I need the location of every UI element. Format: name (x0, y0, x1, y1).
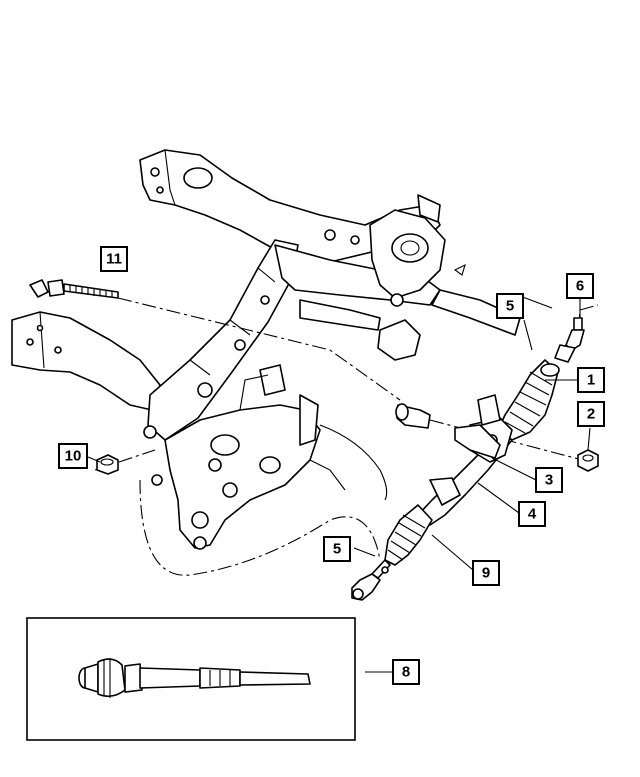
svg-text:11: 11 (106, 251, 122, 268)
inner-tie-rod-inset (26, 617, 356, 741)
svg-text:9: 9 (482, 565, 490, 582)
callout-5-lower: 5 (323, 536, 351, 562)
nut-part-10 (96, 454, 119, 475)
inset-frame (26, 617, 356, 741)
svg-text:2: 2 (587, 406, 595, 423)
outer-tie-rod-end-part-6 (554, 317, 585, 363)
callout-6: 6 (566, 273, 594, 299)
nut-part-2 (577, 449, 599, 472)
mount-bushing (395, 403, 431, 429)
callout-5-upper: 5 (496, 293, 524, 319)
callout-11: 11 (100, 246, 128, 272)
bolt-part-11 (29, 279, 119, 299)
svg-text:4: 4 (528, 506, 537, 523)
callout-4: 4 (518, 501, 546, 527)
leader-lines (87, 295, 591, 673)
svg-text:10: 10 (65, 448, 82, 465)
callout-3: 3 (535, 467, 563, 493)
callout-1: 1 (577, 367, 605, 393)
callout-10: 10 (58, 443, 88, 469)
svg-text:5: 5 (333, 541, 341, 558)
steering-rack-assembly (351, 359, 560, 601)
callout-8: 8 (392, 659, 420, 685)
callout-2: 2 (577, 401, 605, 427)
callout-9: 9 (472, 560, 500, 586)
front-crossmember (11, 149, 521, 550)
svg-text:5: 5 (506, 298, 514, 315)
svg-text:1: 1 (587, 372, 595, 389)
inner-tie-rod-part-8 (78, 658, 311, 698)
svg-text:3: 3 (545, 472, 553, 489)
svg-text:8: 8 (402, 664, 410, 681)
svg-text:6: 6 (576, 278, 584, 295)
